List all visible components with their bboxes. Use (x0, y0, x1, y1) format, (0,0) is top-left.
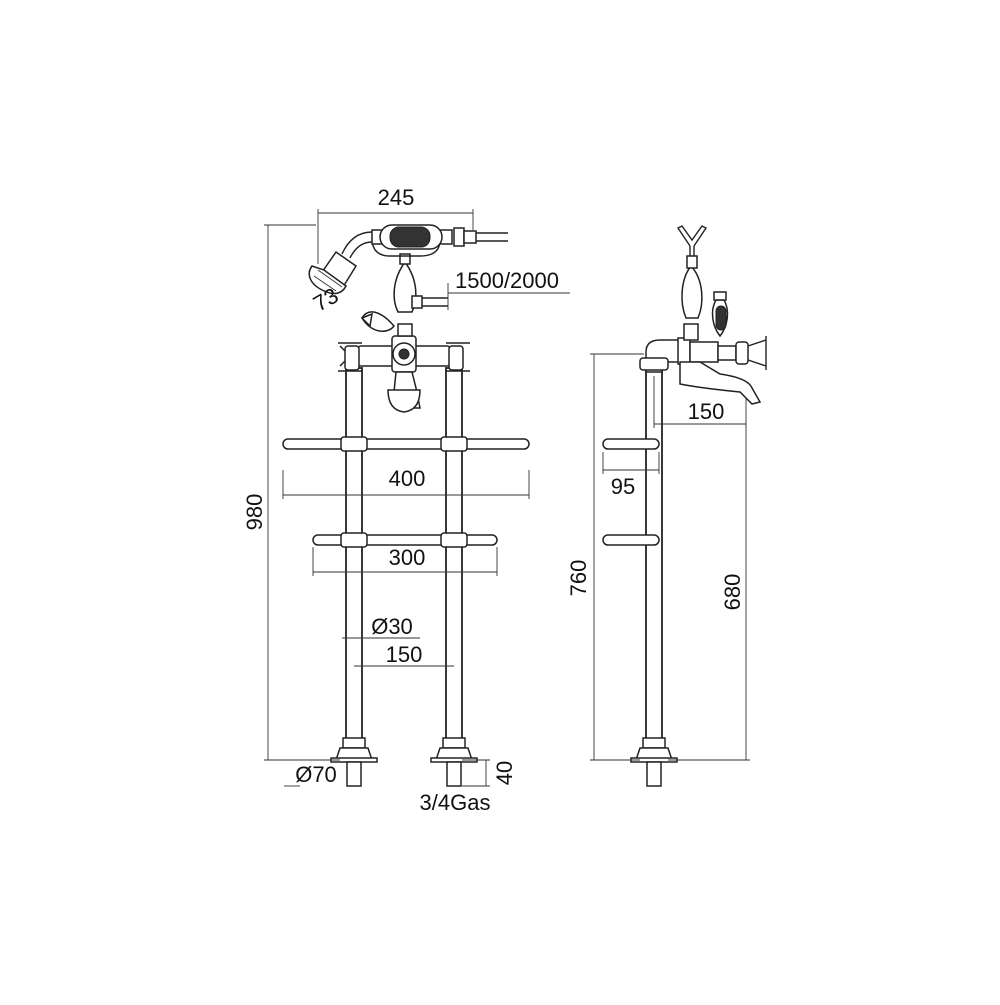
dim-total-height: 980 (242, 494, 267, 531)
left-leg (345, 367, 363, 743)
dim-base-diameter: Ø70 (295, 762, 337, 787)
dim-spout-projection: 150 (688, 399, 725, 424)
side-lower-rail (602, 534, 660, 546)
side-shower-column (676, 225, 729, 341)
side-mixer-body (639, 336, 767, 405)
dim-leg-spacing: 150 (386, 642, 423, 667)
front-view: 245 1500/2000 73 980 400 300 Ø30 150 Ø70… (242, 185, 570, 815)
handshower (308, 224, 508, 295)
right-foot (430, 737, 478, 787)
shower-column (360, 253, 448, 337)
side-dimension-lines (590, 353, 750, 761)
front-dimension-lines (264, 209, 570, 787)
left-foot (330, 737, 378, 787)
dim-thread: 3/4Gas (420, 790, 491, 815)
mixer-body (338, 335, 470, 413)
side-view: 150 95 760 680 (566, 225, 767, 787)
dim-lower-rail-width: 300 (389, 545, 426, 570)
side-upper-rail (602, 438, 660, 450)
lower-rail (312, 532, 498, 548)
side-foot (630, 737, 678, 787)
dim-spout-height: 760 (566, 560, 591, 597)
dim-handshower-reach: 245 (378, 185, 415, 210)
dim-rail-offset: 95 (611, 474, 635, 499)
dim-leg-diameter: Ø30 (371, 614, 413, 639)
dim-hose-length: 1500/2000 (455, 268, 559, 293)
dim-tail-length: 40 (492, 761, 517, 785)
upper-rail (282, 436, 530, 452)
right-leg (445, 367, 463, 743)
dim-upper-rail-width: 400 (389, 466, 426, 491)
dim-rail-height: 680 (720, 574, 745, 611)
